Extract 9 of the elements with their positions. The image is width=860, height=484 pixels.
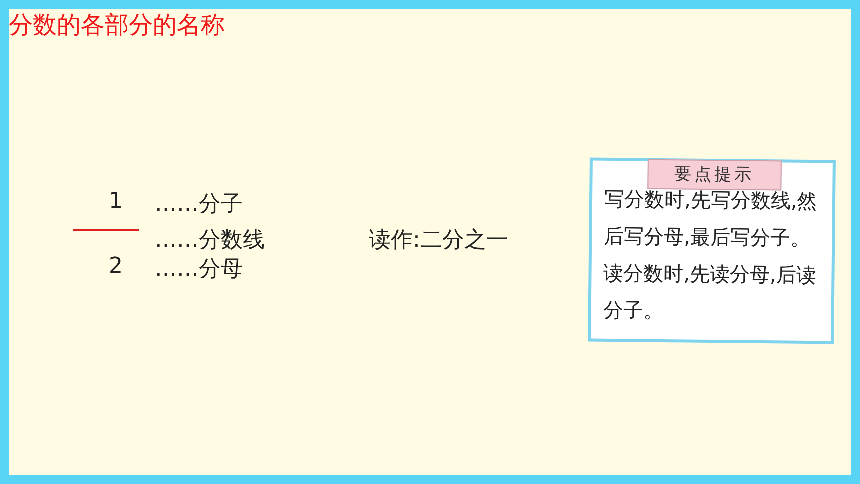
title-text: 分数的各部分的名称 bbox=[9, 10, 226, 41]
denominator-digit: 2 bbox=[109, 254, 123, 279]
reading-text: 读作:二分之一 bbox=[369, 227, 508, 255]
part-label: ……分母 bbox=[155, 256, 243, 284]
numerator-digit: 1 bbox=[109, 189, 123, 214]
part-label: ……分数线 bbox=[155, 227, 265, 255]
tip-card bbox=[588, 158, 836, 344]
tip-tag: 要点提示 bbox=[648, 159, 782, 191]
part-label: ……分子 bbox=[155, 191, 243, 219]
